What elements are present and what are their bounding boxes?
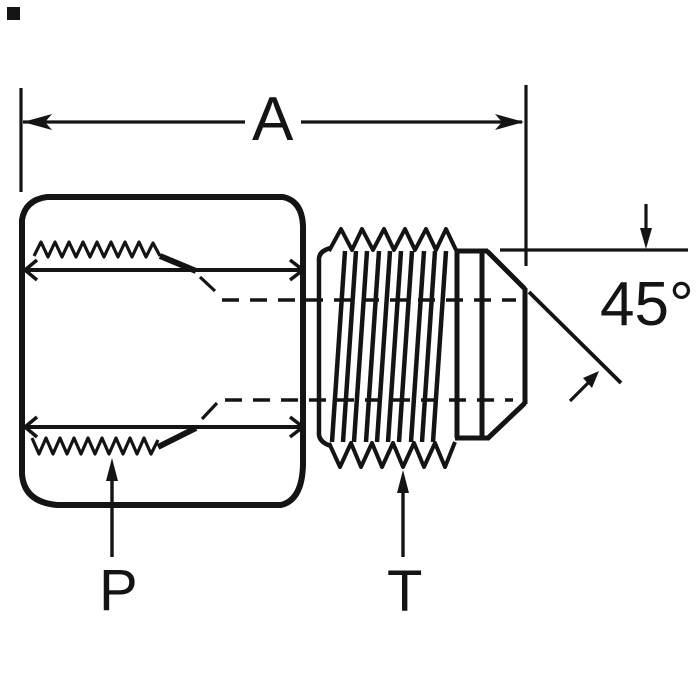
internal-thread-wavy-top — [32, 240, 162, 259]
hex-vertex-notch — [288, 415, 306, 439]
down-arrowhead-icon — [640, 228, 652, 249]
chamfer-top-edge — [485, 249, 527, 291]
hex-body — [19, 194, 306, 508]
thread-letter: T — [387, 559, 422, 624]
internal-thread-wavy-bottom — [30, 436, 160, 456]
hex-vertex-notch — [22, 415, 39, 439]
nose-chamfer — [454, 248, 528, 441]
hex-vertex-notch — [288, 258, 306, 282]
thread-label: T — [387, 470, 422, 624]
chamfer-bottom-edge — [485, 401, 527, 441]
port-label: P — [99, 458, 138, 623]
angle-annotation: 45° — [500, 204, 694, 403]
neck-line — [316, 245, 332, 449]
angle-leader-arrowhead-icon — [583, 371, 599, 388]
thread-runout-top — [158, 253, 198, 274]
arrowhead-right-icon — [495, 114, 524, 130]
chamfer-construction-line — [527, 290, 623, 385]
thread-runout-bottom — [156, 425, 198, 450]
arrowhead-left-icon — [23, 114, 52, 130]
hex-vertex-notch — [22, 258, 39, 282]
male-thread-section — [327, 227, 458, 469]
hidden-line-lead-top — [198, 275, 217, 293]
corner-mark — [7, 7, 20, 20]
dimension-a: A — [19, 85, 528, 266]
angle-leader-stem — [568, 381, 590, 403]
port-letter: P — [99, 558, 138, 623]
dimension-a-label: A — [252, 85, 294, 154]
angle-label: 45° — [600, 270, 694, 339]
thread-crest-top — [327, 227, 458, 252]
port-arrowhead-icon — [106, 458, 118, 481]
hex-outline — [19, 194, 306, 508]
thread-flank-lines — [329, 250, 449, 443]
hidden-line-lead-bottom — [200, 401, 219, 421]
thread-arrowhead-icon — [397, 470, 409, 493]
neck — [316, 245, 332, 449]
thread-crest-bottom — [327, 441, 457, 469]
